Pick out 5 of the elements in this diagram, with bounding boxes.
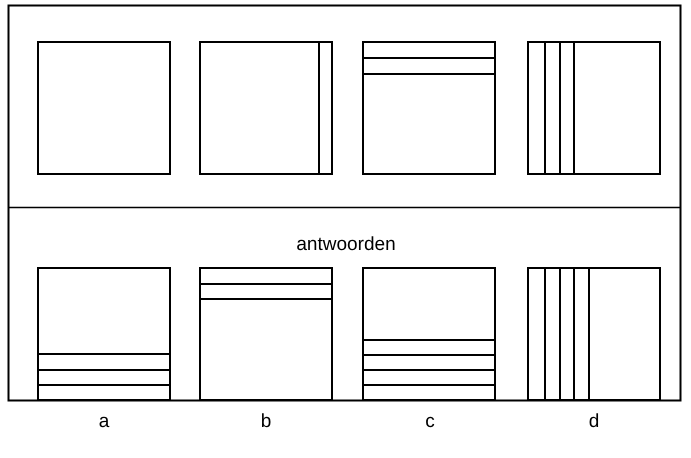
answer-letter: c: [425, 412, 435, 431]
heading-text: antwoorden: [296, 235, 396, 254]
answer-letter: b: [260, 412, 272, 431]
answer-letter: a: [98, 412, 110, 431]
answer-letter: d: [588, 412, 600, 431]
